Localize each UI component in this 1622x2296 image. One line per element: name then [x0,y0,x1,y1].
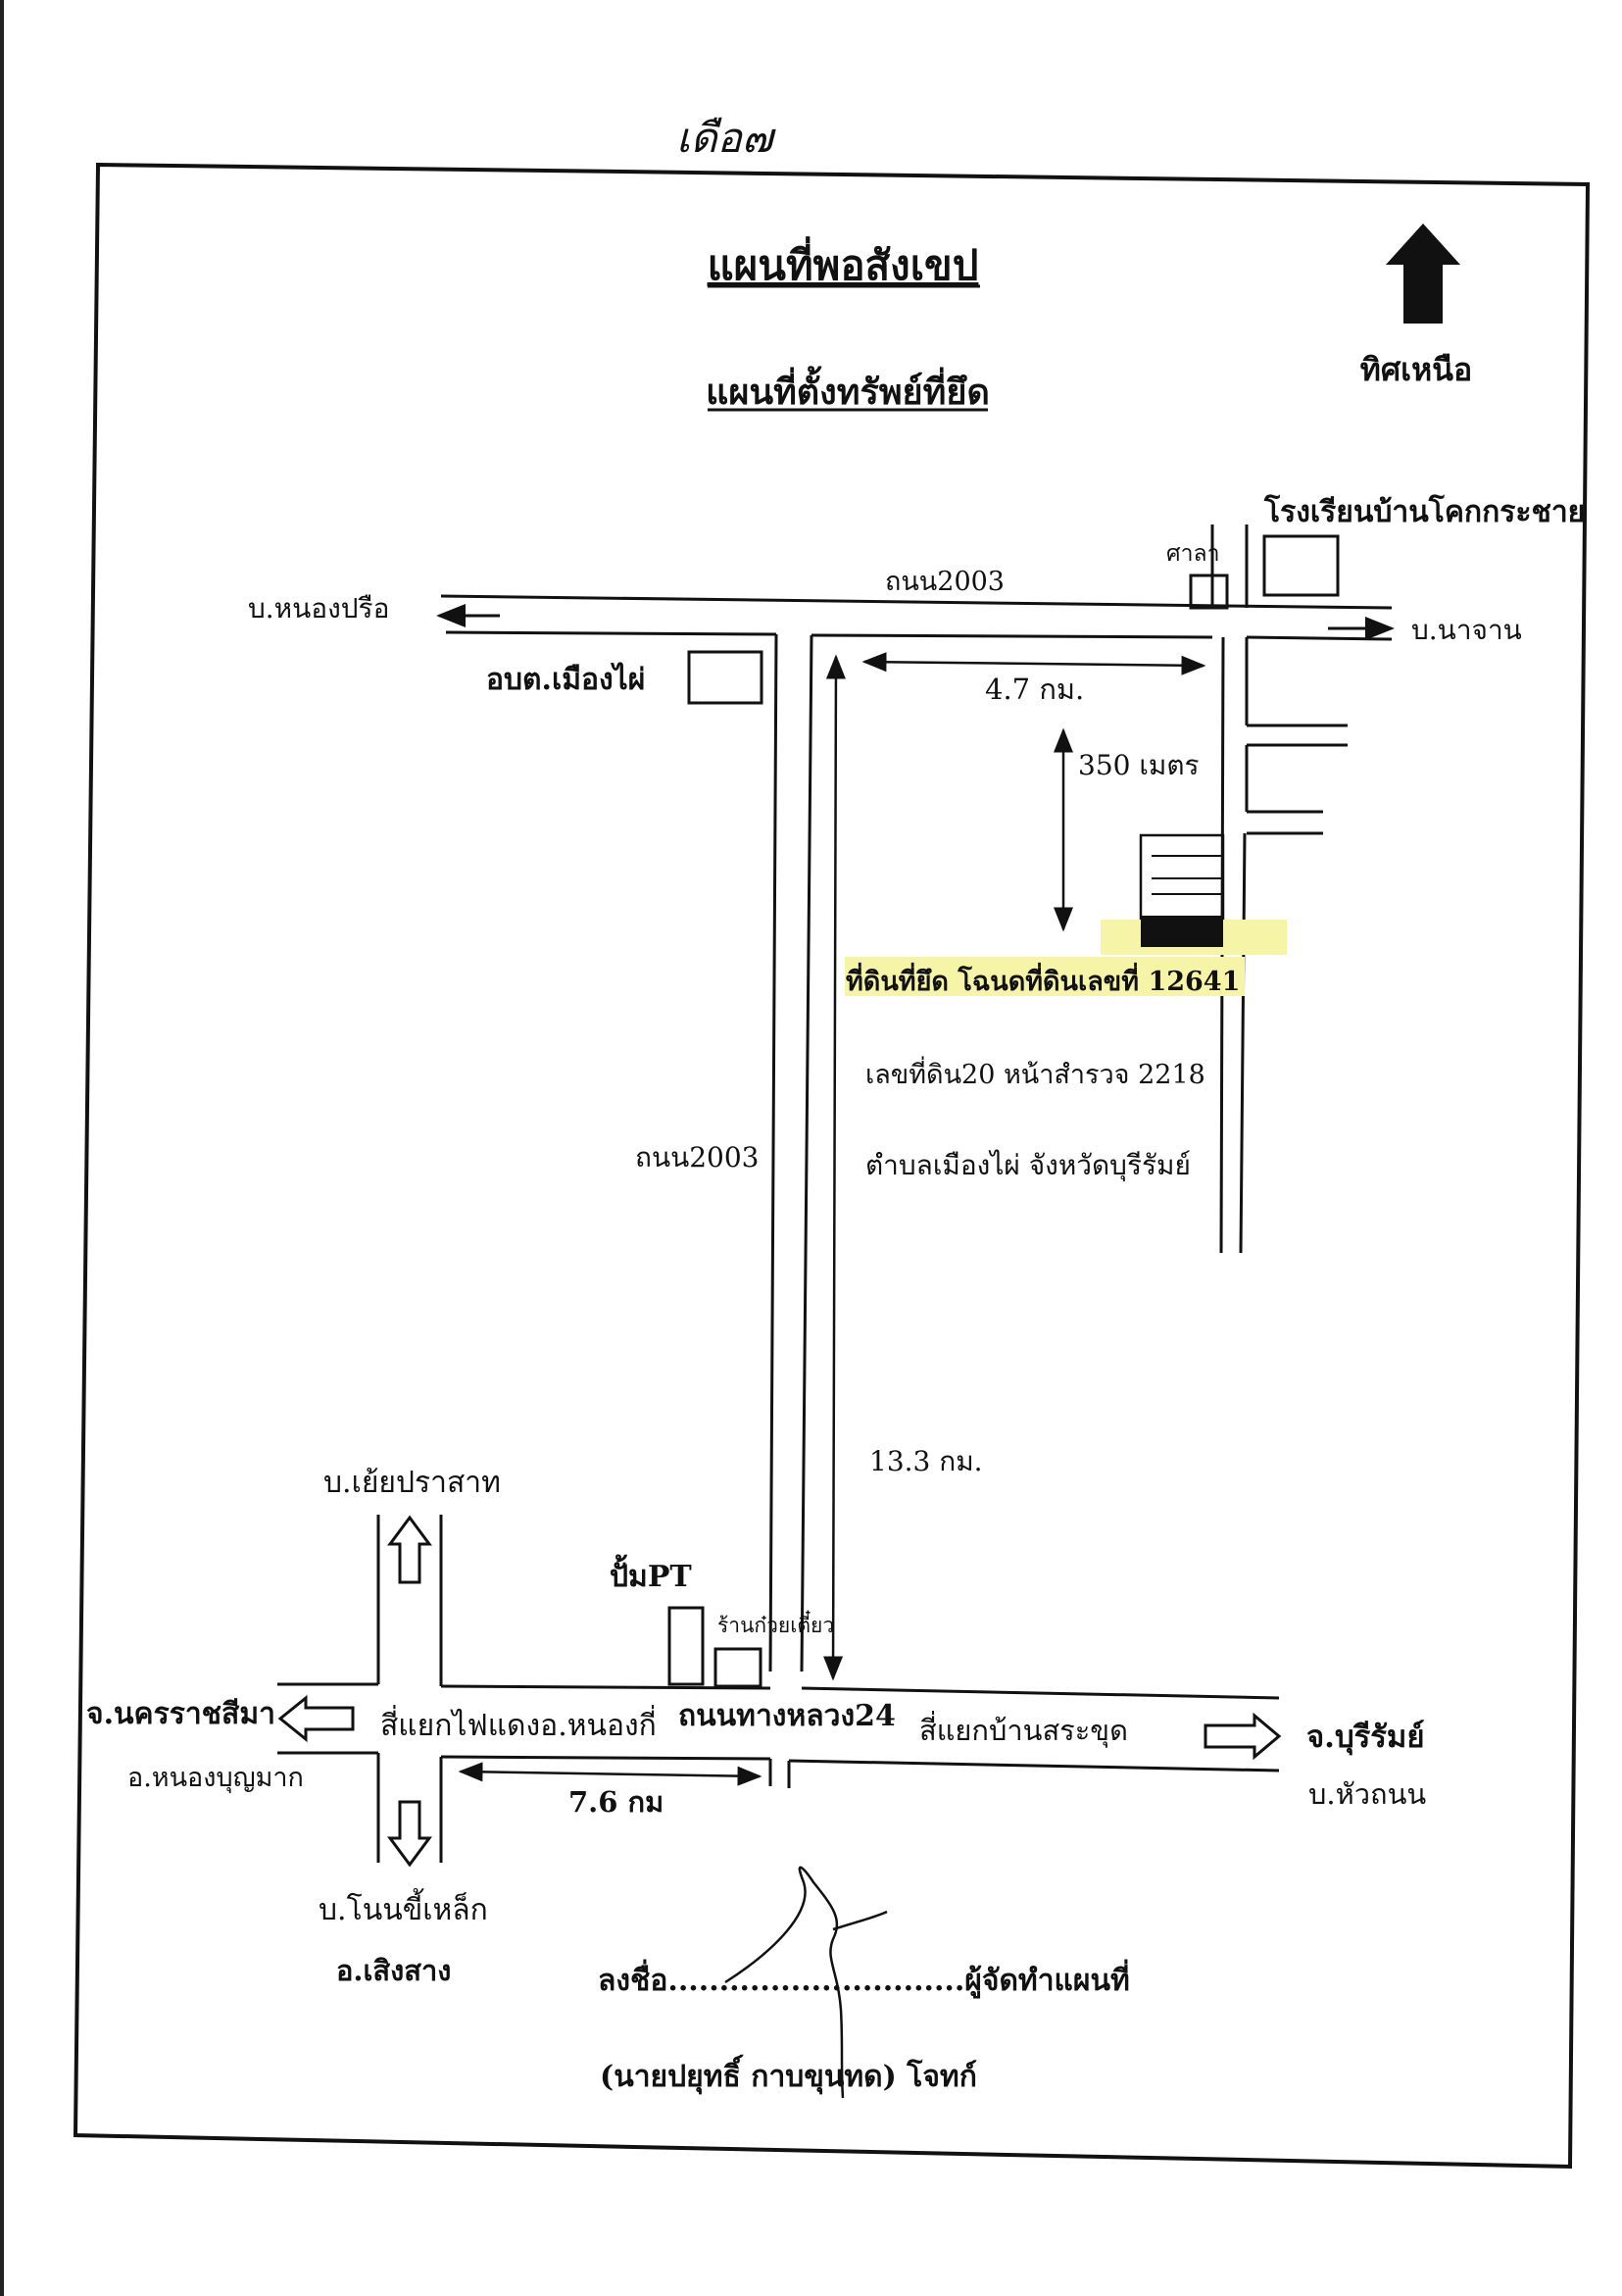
hollow-arrow-south-icon [387,1800,432,1868]
road-top-lower-mid [811,633,1213,639]
dim-4-7-km [861,652,1206,675]
obt-building [687,650,763,705]
highway-upper-east [801,1686,1280,1700]
seized-plot [1141,916,1223,947]
dist-350-label: 350 เมตร [1078,749,1200,781]
noodle-shop-label: ร้านก๋วยเตี๋ยว [717,1610,834,1637]
map-subtitle: แผนที่ตั้งทรัพย์ที่ยึด [706,366,990,413]
sala-label: ศาลา [1166,541,1220,567]
road-top-upper-east [1224,604,1393,610]
nong-bun-mak-label: อ.หนองบุญมาก [127,1763,304,1794]
dist-7-6-label: 7.6 กม [568,1785,664,1819]
map-title: แผนที่พอสังเขป [708,236,979,289]
road-top-upper [440,594,1226,608]
highway-label: ถนนทางหลวง24 [678,1699,896,1733]
sala-building [1189,574,1229,610]
hollow-arrow-west-icon [277,1694,355,1743]
hua-thanon-label: บ.หัวถนน [1308,1777,1426,1811]
yoei-prasat-label: บ.เย้ยปราสาท [323,1466,501,1500]
na-chan-label: บ.นาจาน [1411,614,1522,646]
road-vertical-right [800,634,813,1672]
buriram-label: จ.บุรีรัมย์ [1306,1720,1425,1756]
hollow-arrow-north-icon [387,1515,432,1584]
pump-building [667,1606,705,1686]
dim-7-6-km [458,1762,762,1786]
nong-prue-label: บ.หนองปรือ [248,592,389,624]
property-line-3: ตำบลเมืองไผ่ จังหวัดบุรีรัมย์ [865,1149,1191,1182]
dist-13-3-label: 13.3 กม. [869,1445,983,1477]
north-label: ทิศเหนือ [1360,351,1473,388]
dist-4-7-label: 4.7 กม. [985,673,1084,706]
pump-label: ปั้มPT [610,1554,692,1594]
signer-name: (นายปยุทธิ์ กาบขุนทด) โจทก์ [600,2054,977,2095]
north-arrow-icon [1386,224,1460,324]
highway-lower-mid [440,1755,771,1761]
property-line-1: ที่ดินที่ยึด โฉนดที่ดินเลขที่ 12641 [846,962,1240,997]
hollow-arrow-east-icon [1204,1712,1282,1761]
handwritten-mark: เดือ๗ [676,114,776,162]
soeng-sang-label: อ.เสิงสาง [336,1954,451,1987]
handwritten-signature [724,1866,888,2099]
school-label: โรงเรียนบ้านโคกกระชาย [1263,493,1585,529]
highway-upper-mid [440,1684,771,1690]
property-line-2: เลขที่ดิน20 หน้าสำรวจ 2218 [865,1056,1205,1090]
school-building [1262,534,1340,597]
road-top-label: ถนน2003 [885,567,1005,597]
road-top-lower-west [445,630,777,636]
highlight-property-title [845,957,1245,996]
non-khi-lek-label: บ.โนนขี้เหล็ก [319,1888,488,1927]
nong-ki-intersection-label: สี่แยกไฟแดงอ.หนองกี่ [380,1705,657,1743]
soi-right-c [1239,832,1247,1254]
map-frame [73,162,1591,2170]
sa-khut-intersection-label: สี่แยกบ้านสระขุด [919,1711,1128,1748]
dim-13-3-km [823,654,846,1681]
noodle-shop-building [713,1647,762,1688]
obt-label: อบต.เมืองไผ่ [486,662,645,697]
road-vertical-left [768,633,778,1672]
road-top-lower-east [1246,635,1393,641]
sign-line: ลงชื่อ.............................ผู้จั… [598,1959,1130,1999]
highway-lower-east [788,1759,1280,1772]
scan-edge [0,0,4,2296]
road-vertical-label: ถนน2003 [635,1141,760,1173]
nakhon-ratchasima-label: จ.นครราชสีมา [86,1697,275,1731]
